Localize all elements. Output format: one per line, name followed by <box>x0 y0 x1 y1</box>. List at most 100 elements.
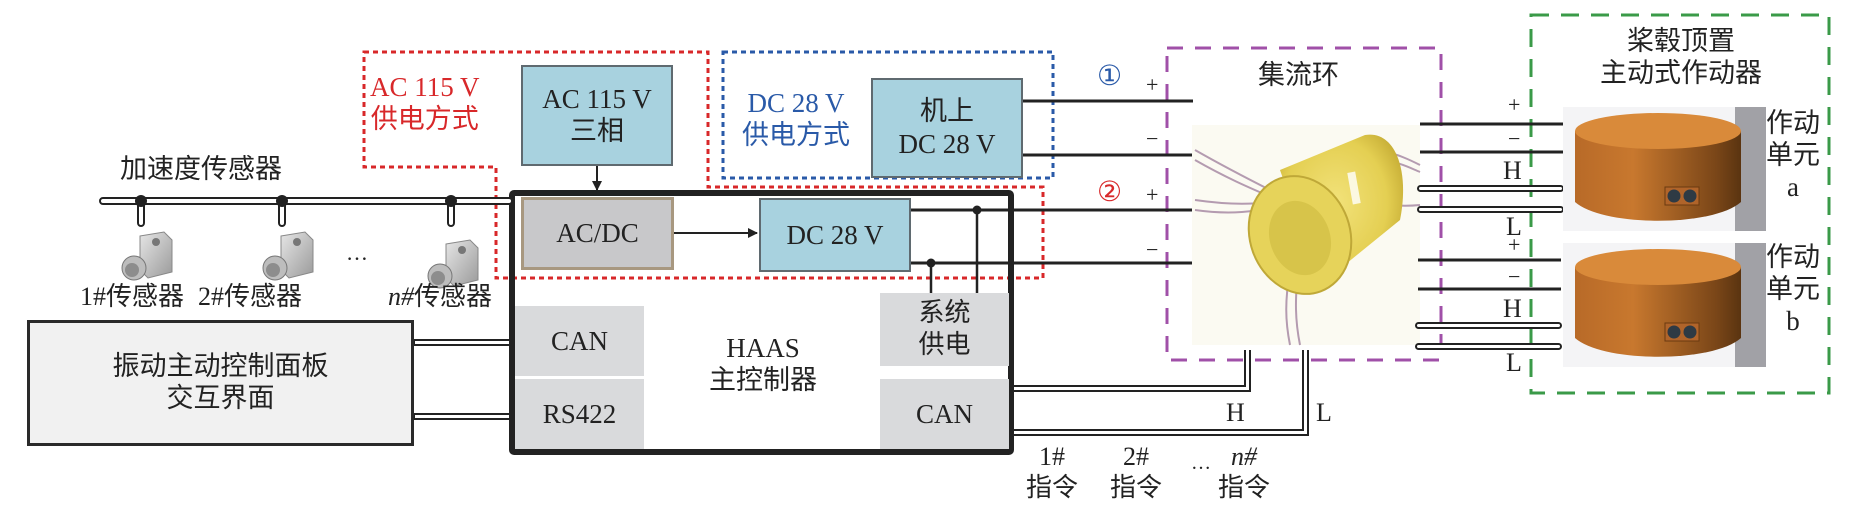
haas-can-port-left: CAN <box>515 306 644 376</box>
sensor-name: 传感器 <box>414 282 493 312</box>
actuator-b-pin-plus: + <box>1508 232 1521 257</box>
control-panel-ui: 振动主动控制面板 交互界面 <box>27 320 414 446</box>
sensor-n-label: n#传感器 <box>388 282 492 313</box>
ac-zone-title-line1: AC 115 V <box>370 72 480 102</box>
line2-plus-label: + <box>1146 182 1159 207</box>
actuator-zone-outline <box>1529 13 1831 395</box>
command-n: n# 指令 <box>1218 442 1270 503</box>
haas-title-line1: HAAS <box>726 333 800 363</box>
actuator-label-line2: 单元 <box>1766 273 1820 305</box>
sensor-1-label: 1#传感器 <box>80 282 184 313</box>
onboard-dc-28v-source: 机上 DC 28 V <box>871 78 1023 178</box>
sensor-prefix: 2# <box>198 282 224 311</box>
haas-title-line2: 主控制器 <box>709 364 817 396</box>
junction-dot <box>926 258 936 268</box>
can-h-label: H <box>1226 398 1245 427</box>
sensor-bus-title: 加速度传感器 <box>120 154 282 185</box>
line2-minus-label: − <box>1146 237 1159 262</box>
ac-115v-source: AC 115 V 三相 <box>521 65 673 166</box>
accelerometer-icon <box>121 231 173 281</box>
actuator-label-line1: 作动 <box>1766 108 1820 139</box>
haas-controller-title: HAAS 主控制器 <box>668 333 858 397</box>
haas-rs422-port: RS422 <box>515 379 644 449</box>
dc-zone-title-line2: 供电方式 <box>742 119 850 151</box>
ac-source-line2: 三相 <box>570 115 624 147</box>
power-line-2-marker: ② <box>1097 177 1123 208</box>
can-link <box>413 339 511 346</box>
command-num: 1# <box>1039 442 1065 471</box>
panel-line2: 交互界面 <box>166 383 275 414</box>
sensor-prefix: n# <box>388 282 414 311</box>
line1-plus-label: + <box>1146 72 1159 97</box>
ac-source-line1: AC 115 V <box>542 84 652 115</box>
acdc-converter: AC/DC <box>521 197 674 270</box>
can-h-bus <box>1013 350 1251 392</box>
actuator-a-pin-plus: + <box>1508 92 1521 117</box>
dc-28v-module: DC 28 V <box>759 198 911 272</box>
sensor-2-label: 2#传感器 <box>198 282 302 313</box>
actuator-a-pin-minus: − <box>1508 126 1521 151</box>
sensor-ellipsis: … <box>346 240 368 265</box>
sensor-prefix: 1# <box>80 282 106 311</box>
haas-controller-frame <box>509 190 1014 455</box>
dc-zone-title-line1: DC 28 V <box>747 88 845 118</box>
actuator-label-line1: 作动 <box>1766 242 1820 273</box>
accelerometer-icon <box>262 231 314 281</box>
slip-ring-title: 集流环 <box>1258 60 1339 91</box>
actuator-zone-title-line1: 桨毂顶置 <box>1627 26 1735 57</box>
actuator-zone-title-line2: 主动式作动器 <box>1600 57 1762 89</box>
actuator-a-pin-h: H <box>1503 156 1522 185</box>
sys-power-line2: 供电 <box>918 329 971 360</box>
commands-ellipsis: … <box>1191 452 1211 474</box>
actuator-a-pin-l: L <box>1506 212 1522 241</box>
junction-dot <box>972 205 982 215</box>
rs422-label: RS422 <box>542 398 617 429</box>
actuator-b-pin-l: L <box>1506 348 1522 377</box>
sensor-bus <box>99 197 513 205</box>
actuator-zone-title: 桨毂顶置 主动式作动器 <box>1576 26 1786 90</box>
command-label: 指令 <box>1218 472 1271 503</box>
command-1: 1# 指令 <box>1026 442 1078 503</box>
power-line-1-marker: ① <box>1097 61 1123 92</box>
actuator-b-pin-h: H <box>1503 294 1522 323</box>
ac-zone-title: AC 115 V 供电方式 <box>370 72 480 136</box>
sensor-name: 传感器 <box>224 282 303 312</box>
onboard-dc-line1: 机上 <box>920 95 974 127</box>
slip-ring-zone-outline <box>1165 46 1443 362</box>
sensor-name: 传感器 <box>106 282 185 312</box>
sys-power-line1: 系统 <box>918 298 971 329</box>
command-label: 指令 <box>1110 472 1163 503</box>
accelerometer-icon <box>427 239 479 289</box>
command-num: 2# <box>1123 442 1149 471</box>
actuator-label-line2: 单元 <box>1766 139 1820 171</box>
command-2: 2# 指令 <box>1110 442 1162 503</box>
rs422-link <box>413 413 511 420</box>
line1-minus-label: − <box>1146 126 1159 151</box>
actuator-a-label: 作动 单元 a <box>1766 108 1820 204</box>
command-num: n# <box>1231 442 1257 471</box>
can-l-bus <box>1013 350 1309 436</box>
can-left-label: CAN <box>550 325 608 356</box>
actuator-unit-icon <box>1563 107 1766 231</box>
onboard-dc-line2: DC 28 V <box>898 129 996 159</box>
ac-zone-title-line2: 供电方式 <box>370 103 479 135</box>
actuator-id: b <box>1786 305 1800 336</box>
dc-zone-title: DC 28 V 供电方式 <box>742 88 850 152</box>
can-right-label: CAN <box>915 398 973 429</box>
can-l-label: L <box>1316 398 1332 427</box>
command-label: 指令 <box>1026 472 1079 503</box>
haas-can-port-right: CAN <box>880 379 1009 449</box>
actuator-unit-icon <box>1563 243 1766 367</box>
actuator-b-pin-minus: − <box>1508 264 1521 289</box>
haas-system-power: 系统 供电 <box>880 293 1009 366</box>
actuator-id: a <box>1787 171 1799 202</box>
panel-line1: 振动主动控制面板 <box>112 350 329 382</box>
ac-zone-outline <box>362 50 1045 280</box>
dc28-label: DC 28 V <box>786 219 884 250</box>
slip-ring-icon <box>1192 125 1421 346</box>
actuator-b-label: 作动 单元 b <box>1766 242 1820 338</box>
acdc-label: AC/DC <box>556 218 639 249</box>
sensor-drops <box>135 195 457 227</box>
